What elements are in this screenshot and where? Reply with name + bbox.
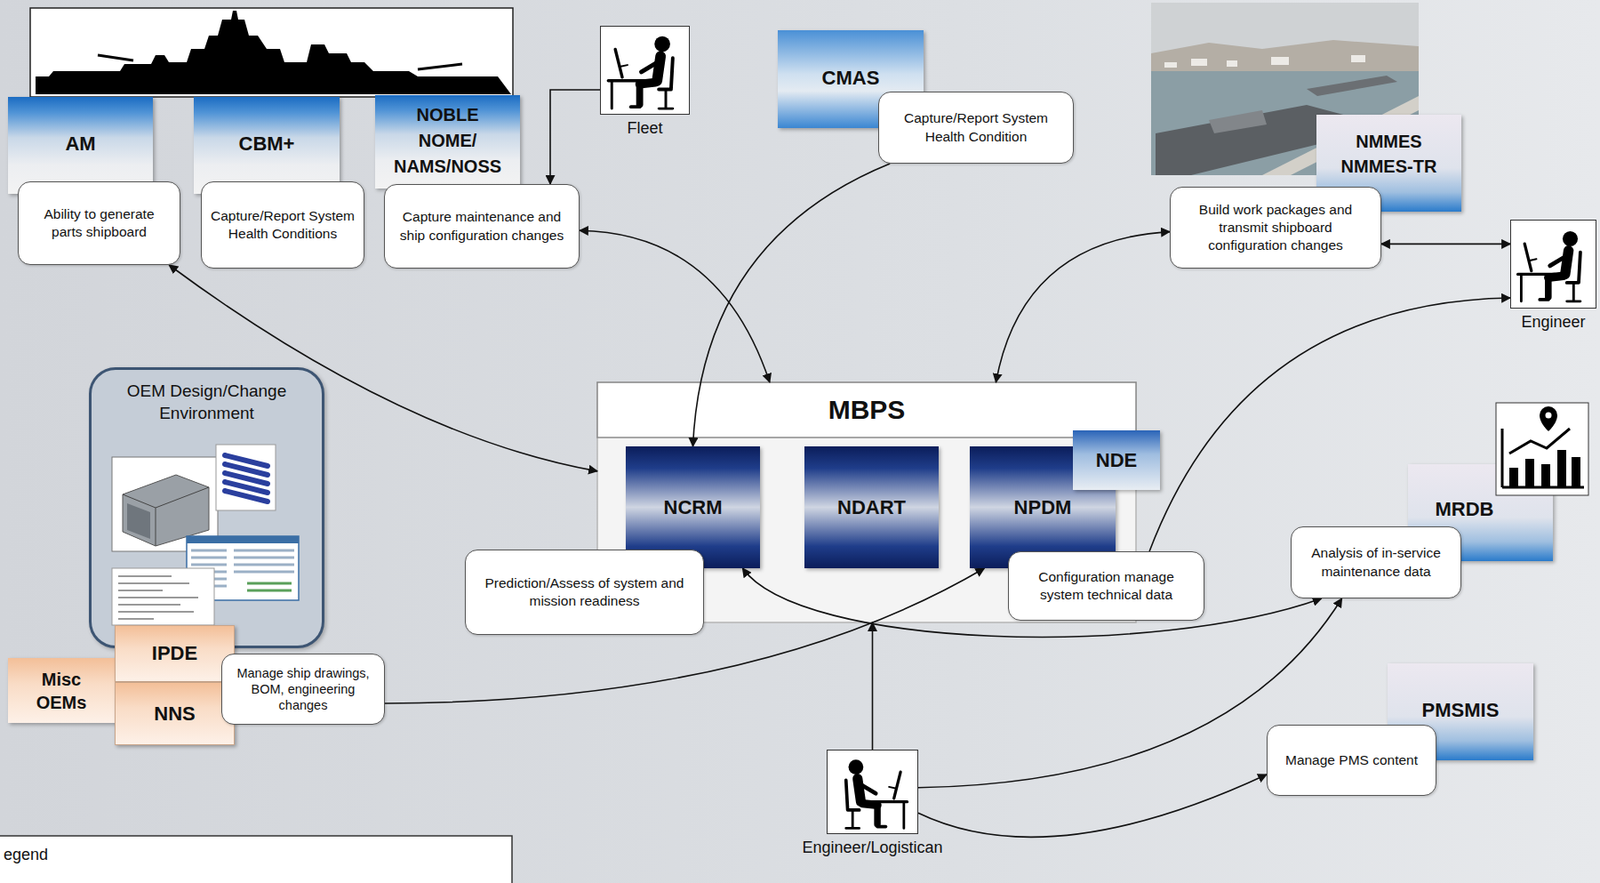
photo-ship-2 [1306, 75, 1398, 96]
box-label: NDE [1096, 448, 1137, 472]
callout-text: Configuration manage system technical da… [1017, 568, 1195, 604]
component-box: NDE [1072, 430, 1160, 490]
photo-ship-deck [1208, 110, 1267, 134]
callout-box: Build work packages and transmit shipboa… [1169, 186, 1382, 269]
connector [872, 622, 874, 750]
callout-text: Manage PMS content [1285, 751, 1418, 769]
chart-pin [1539, 406, 1558, 432]
system-box: AM [8, 96, 153, 194]
connector [1381, 243, 1511, 246]
connector [995, 232, 1170, 383]
person-icon: Engineer [1510, 219, 1597, 309]
cad-body [122, 474, 209, 546]
ship-frame [30, 8, 513, 97]
icon-label: Engineer/Logistican [801, 838, 943, 857]
person-shape [608, 36, 673, 109]
screen-bar [186, 536, 299, 544]
chart-icon [1495, 401, 1590, 496]
box-label: PMSMIS [1422, 698, 1500, 722]
ship-silhouette [30, 8, 513, 97]
platform-title-bar [597, 382, 1136, 438]
screen-green-rows [247, 583, 292, 591]
oem-box: IPDE [114, 624, 235, 682]
box-label: NPDM [1014, 496, 1072, 520]
icon-label: Fleet [626, 119, 663, 138]
callout-text: Capture/Report System Health Condition [888, 109, 1064, 145]
ship-guns [97, 55, 463, 70]
callout-box: Manage PMS content [1266, 724, 1437, 796]
system-box: CBM+ [193, 96, 340, 194]
connector [1149, 297, 1511, 552]
connector [579, 230, 770, 383]
callout-box: Prediction/Assess of system and mission … [464, 549, 704, 635]
callout-box: Manage ship drawings, BOM, engineering c… [221, 653, 385, 725]
callout-box: Analysis of in-service maintenance data [1290, 526, 1462, 599]
environment-panel: OEM Design/Change Environment [88, 367, 325, 648]
cad-panel [127, 503, 151, 539]
box-label: NDART [837, 496, 906, 520]
ship-hull [35, 10, 512, 95]
system-box: NOBLE NOME/ NAMS/NOSS [375, 95, 520, 189]
chart-frame [1496, 402, 1589, 496]
icon-label: Engineer [1520, 312, 1585, 332]
chart-bars [1509, 449, 1581, 488]
box-label: MRDB [1435, 497, 1495, 521]
box-label: IPDE [152, 641, 198, 665]
connector [918, 774, 1267, 837]
person-shape [1518, 231, 1581, 302]
box-label: Misc OEMs [25, 667, 97, 714]
person-figure [1511, 220, 1596, 308]
callout-text: Build work packages and transmit shipboa… [1179, 200, 1372, 255]
box-label: NMMES NMMES-TR [1329, 128, 1449, 179]
box-label: NCRM [664, 496, 723, 520]
callout-box: Capture maintenance and ship configurati… [384, 184, 580, 269]
box-label: AM [64, 132, 96, 156]
box-label: MBPS [828, 382, 906, 438]
person-mirror [846, 759, 908, 828]
person-icon: Engineer/Logistican [826, 749, 919, 834]
callout-box: Ability to generate parts shipboard [17, 181, 181, 265]
coil-tubes [224, 455, 268, 502]
component-box: NDART [804, 446, 939, 568]
callout-box: Configuration manage system technical da… [1008, 551, 1205, 621]
coil-frame [216, 444, 276, 511]
connector [550, 89, 600, 184]
callout-text: Manage ship drawings, BOM, engineering c… [231, 664, 376, 713]
box-label: NOBLE NOME/ NAMS/NOSS [389, 102, 506, 180]
callout-text: Capture maintenance and ship configurati… [393, 208, 570, 244]
person-figure [827, 750, 918, 833]
photo-tanks [1164, 55, 1366, 68]
box-label: NNS [153, 702, 195, 726]
doc-frame [112, 568, 215, 625]
oem-box: Misc OEMs [8, 657, 131, 723]
legend-frame [0, 835, 512, 883]
chart-axes [1502, 428, 1584, 488]
photo-hills [1151, 40, 1419, 73]
person-shape [846, 759, 908, 828]
callout-box: Capture/Report System Health Condition [878, 91, 1074, 164]
callout-text: Prediction/Assess of system and mission … [474, 574, 695, 610]
chart-pin-hole [1545, 412, 1552, 419]
box-label: CBM+ [239, 132, 296, 156]
doc-lines [118, 576, 199, 619]
box-label: CMAS [822, 66, 880, 90]
oem-box: NNS [114, 681, 235, 745]
box-label: OEM Design/Change Environment [104, 380, 310, 424]
chart-line [1509, 428, 1570, 454]
callout-text: Analysis of in-service maintenance data [1300, 544, 1452, 580]
person-icon: Fleet [600, 25, 690, 115]
person-figure [600, 26, 689, 114]
callout-text: Capture/Report System Health Conditions [210, 207, 355, 243]
callout-text: Ability to generate parts shipboard [27, 205, 171, 241]
callout-box: Capture/Report System Health Conditions [200, 181, 365, 269]
legend-heading: egend [3, 845, 48, 864]
